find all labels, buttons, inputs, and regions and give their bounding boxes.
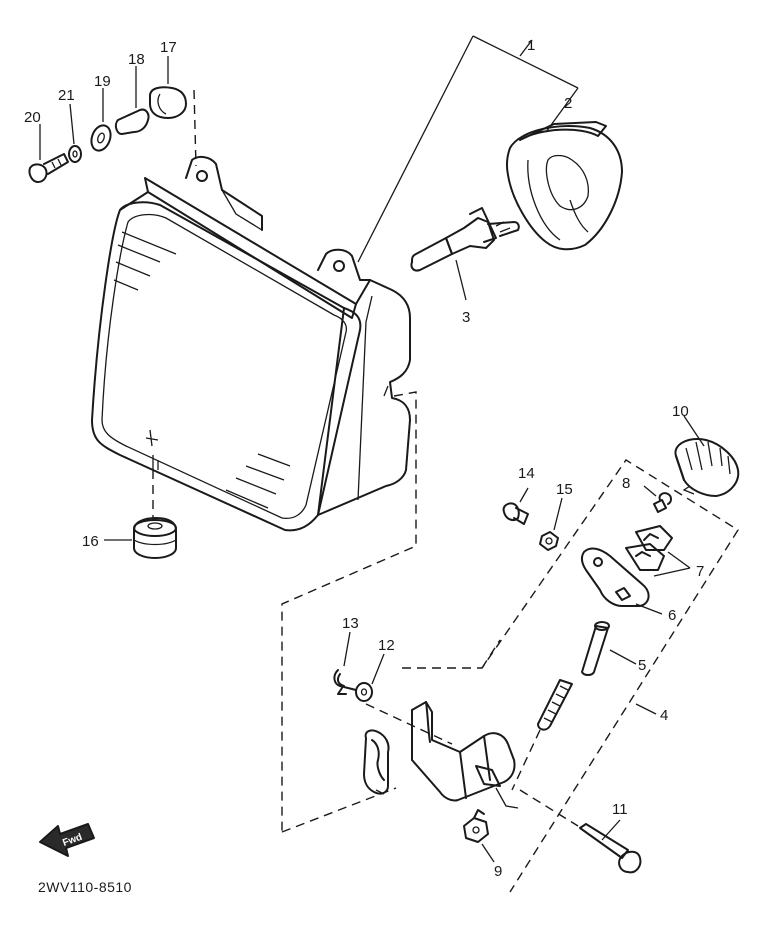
part-15-nut — [539, 497, 563, 551]
part-21-lock-washer — [68, 103, 82, 163]
part-3-bulb — [410, 207, 520, 301]
connector-dash-left — [281, 391, 417, 832]
callout-8: 8 — [622, 475, 630, 492]
callout-14: 14 — [518, 465, 535, 482]
part-8-screw — [643, 485, 672, 513]
callout-6: 6 — [668, 607, 676, 624]
headlight-unit — [91, 155, 411, 532]
threaded-rod — [511, 679, 573, 791]
callout-13: 13 — [342, 615, 359, 632]
callout-15: 15 — [556, 481, 573, 498]
forward-direction-arrow: Fwd — [39, 823, 95, 857]
main-bracket — [365, 701, 519, 809]
rubber-pad — [363, 729, 390, 795]
callout-10: 10 — [672, 403, 689, 420]
callout-20: 20 — [24, 109, 41, 126]
part-11-bolt — [519, 789, 642, 874]
part-20-bolt — [28, 124, 69, 183]
callout-19: 19 — [94, 73, 111, 90]
callout-1: 1 — [527, 37, 535, 54]
callout-12: 12 — [378, 637, 395, 654]
callout-5: 5 — [638, 657, 646, 674]
part-10-adjuster-knob — [674, 415, 740, 497]
part-9-clip — [463, 809, 495, 863]
connector-dash-bottom — [281, 787, 397, 833]
part-16-grommet — [104, 470, 177, 559]
part-13-cotter-pin — [333, 631, 357, 695]
part-2-socket-cover — [505, 121, 623, 251]
callout-4: 4 — [660, 707, 668, 724]
assembly-4-bracket — [402, 459, 739, 893]
part-12-washer — [355, 653, 385, 702]
callout-16: 16 — [82, 533, 99, 550]
part-17-spacer — [149, 56, 187, 119]
part-7-clips — [625, 525, 691, 577]
callout-2: 2 — [564, 95, 572, 112]
callout-21: 21 — [58, 87, 75, 104]
alignment-line-top — [193, 89, 197, 167]
part-14-bolt — [502, 487, 529, 525]
assembly-1-bracket — [357, 35, 579, 263]
part-6-plate — [580, 547, 663, 615]
part-19-washer — [90, 88, 112, 152]
callout-3: 3 — [462, 309, 470, 326]
part-18-collar — [114, 66, 150, 135]
callout-11: 11 — [612, 801, 628, 818]
part-5-shaft — [581, 621, 637, 676]
diagram-code: 2WV110-8510 — [38, 879, 132, 895]
callout-9: 9 — [494, 863, 502, 880]
callout-7: 7 — [696, 563, 704, 580]
callout-17: 17 — [160, 39, 177, 56]
callout-18: 18 — [128, 51, 145, 68]
